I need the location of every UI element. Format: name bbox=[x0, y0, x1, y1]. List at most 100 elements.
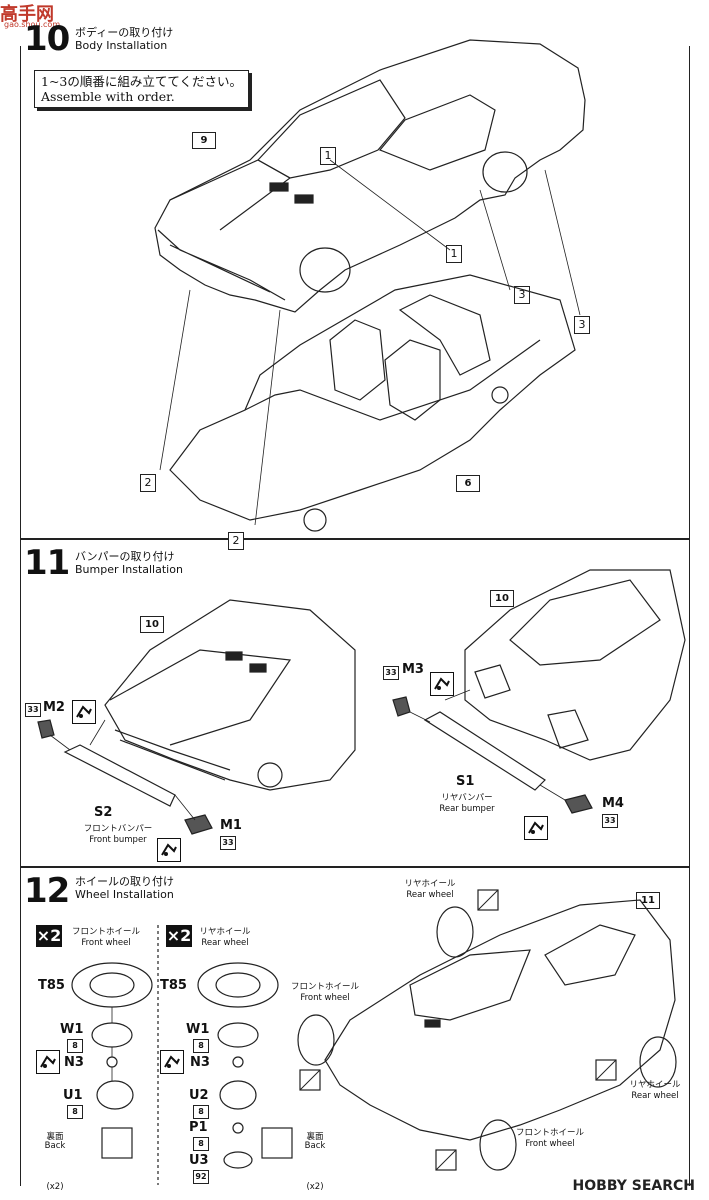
part-n3-front: N3 bbox=[64, 1055, 84, 1070]
glue-icon-n3-front bbox=[36, 1050, 60, 1074]
front-wheel-label-en: Front wheel bbox=[81, 938, 131, 948]
rear-wheel-label-jp: リヤホイール bbox=[199, 927, 251, 937]
front-bumper-diagram bbox=[37, 569, 686, 835]
paint-badge-m4: 33 bbox=[602, 814, 618, 828]
part-u2-rear: U2 bbox=[189, 1088, 209, 1103]
front-wheel-count: (x2) bbox=[46, 1182, 64, 1192]
note-jp: 1~3の順番に組み立ててください。 bbox=[41, 74, 243, 89]
rear-car-outline bbox=[464, 569, 686, 761]
front-wheel-multiplier: ×2 bbox=[36, 925, 62, 947]
badge-u1-front: 8 bbox=[67, 1105, 83, 1119]
callout-rear-wheel-right-en: Rear wheel bbox=[631, 1091, 679, 1101]
rear-car-window bbox=[509, 579, 661, 666]
wheel-rear-right bbox=[639, 1036, 677, 1088]
order-mark-3b: 3 bbox=[574, 316, 590, 334]
car-hood-line bbox=[169, 159, 292, 231]
glue-icon-n3-rear bbox=[160, 1050, 184, 1074]
back-view-rear bbox=[261, 1127, 293, 1159]
front-car-wheel bbox=[257, 762, 283, 788]
tire-front-inner bbox=[89, 972, 135, 998]
front-wheel-label-jp: フロントホイール bbox=[71, 927, 140, 937]
callout-front-wheel-left-jp: フロントホイール bbox=[290, 982, 359, 992]
order-mark-1a: 1 bbox=[320, 147, 336, 165]
rear-wheel-count: (x2) bbox=[306, 1182, 324, 1192]
rear-wheel-hub bbox=[491, 386, 509, 404]
part-m4-label: M4 bbox=[602, 796, 624, 811]
glue-icon-m3 bbox=[430, 672, 454, 696]
callout-front-wheel-bottom-jp: フロントホイール bbox=[515, 1128, 584, 1138]
s1-label-en: Rear bumper bbox=[439, 804, 495, 814]
part-s2-label: S2 bbox=[94, 805, 113, 820]
paint-badge-m2: 33 bbox=[25, 703, 41, 717]
assembled-car-outline bbox=[324, 899, 676, 1141]
car-front-wheelarch bbox=[299, 247, 351, 293]
s1-label-jp: リヤバンパー bbox=[441, 793, 493, 803]
front-car-outline bbox=[104, 599, 356, 791]
no-glue-icon-1 bbox=[477, 889, 499, 911]
wheel-rear-top bbox=[436, 906, 474, 958]
part-s1-label: S1 bbox=[456, 774, 475, 789]
pin-p1-rear bbox=[232, 1122, 244, 1134]
chassis-outline bbox=[169, 274, 576, 521]
divider-step12 bbox=[20, 866, 690, 868]
watermark-subtext: gao.shou.com bbox=[4, 20, 61, 29]
watermark-logo: 高手网 bbox=[0, 4, 54, 25]
order-mark-2a: 2 bbox=[140, 474, 156, 492]
seat-front-right bbox=[384, 339, 441, 421]
nut-n3-rear bbox=[232, 1056, 244, 1068]
paint-badge-m1: 33 bbox=[220, 836, 236, 850]
no-glue-icon-2 bbox=[299, 1069, 321, 1091]
body-installation-diagram bbox=[154, 39, 586, 532]
tire-rear bbox=[197, 962, 279, 1008]
callout-rear-wheel-right-jp: リヤホイール bbox=[629, 1080, 681, 1090]
note-en: Assemble with order. bbox=[41, 89, 175, 104]
back-view-front bbox=[101, 1127, 133, 1159]
badge-w1-front: 8 bbox=[67, 1039, 83, 1053]
assembled-car-windshield bbox=[409, 949, 531, 1021]
badge-w1-rear: 8 bbox=[193, 1039, 209, 1053]
bumper-guard-m2 bbox=[37, 719, 55, 739]
step-10-number: 10 bbox=[24, 19, 70, 59]
no-glue-icon-4 bbox=[435, 1149, 457, 1171]
ref-box-body: 9 bbox=[192, 132, 216, 149]
step-11-title-jp: バンパーの取り付け bbox=[75, 550, 175, 563]
front-guide-lines bbox=[49, 719, 196, 821]
page-frame bbox=[20, 46, 690, 1186]
ref-box-chassis: 6 bbox=[456, 475, 480, 492]
cap-u3-rear bbox=[223, 1151, 253, 1169]
divider-step11 bbox=[20, 538, 690, 540]
nut-n3-front bbox=[106, 1056, 118, 1068]
step-10-title-jp: ボディーの取り付け bbox=[75, 26, 174, 39]
car-grille bbox=[157, 229, 286, 301]
rear-wheel-label-en: Rear wheel bbox=[201, 938, 249, 948]
front-car-hood bbox=[109, 649, 292, 746]
part-m2-label: M2 bbox=[43, 700, 65, 715]
rear-back-jp: 裏面 bbox=[306, 1132, 324, 1142]
car-body-outline bbox=[154, 39, 586, 313]
ref-box-wheels: 11 bbox=[636, 892, 660, 909]
part-w1-front: W1 bbox=[60, 1022, 84, 1037]
part-w1-rear: W1 bbox=[186, 1022, 210, 1037]
assembled-car-side-window bbox=[544, 924, 636, 986]
bumper-guard-m4 bbox=[564, 794, 593, 814]
step-12-title-en: Wheel Installation bbox=[75, 888, 174, 901]
ref-box-rear: 10 bbox=[490, 590, 514, 607]
badge-u2-rear: 8 bbox=[193, 1105, 209, 1119]
step-11-number: 11 bbox=[24, 543, 70, 583]
rear-light-right bbox=[547, 709, 589, 749]
callout-rear-wheel-top-jp: リヤホイール bbox=[404, 879, 456, 889]
seat-rear bbox=[398, 294, 491, 376]
no-glue-icon-3 bbox=[595, 1059, 617, 1081]
hub-u1-front bbox=[96, 1080, 134, 1110]
front-hood-vent-2 bbox=[249, 663, 267, 673]
part-p1-rear: P1 bbox=[189, 1120, 208, 1135]
callout-front-wheel-left-en: Front wheel bbox=[300, 993, 350, 1003]
assembled-hood-vent bbox=[424, 1019, 441, 1028]
rim-w1-front bbox=[91, 1022, 133, 1048]
step-11-title-en: Bumper Installation bbox=[75, 563, 183, 576]
front-hood-vent-1 bbox=[225, 651, 243, 661]
car-side-window bbox=[379, 94, 496, 171]
rear-bumper-part-s1 bbox=[423, 711, 546, 791]
tire-front bbox=[71, 962, 153, 1008]
